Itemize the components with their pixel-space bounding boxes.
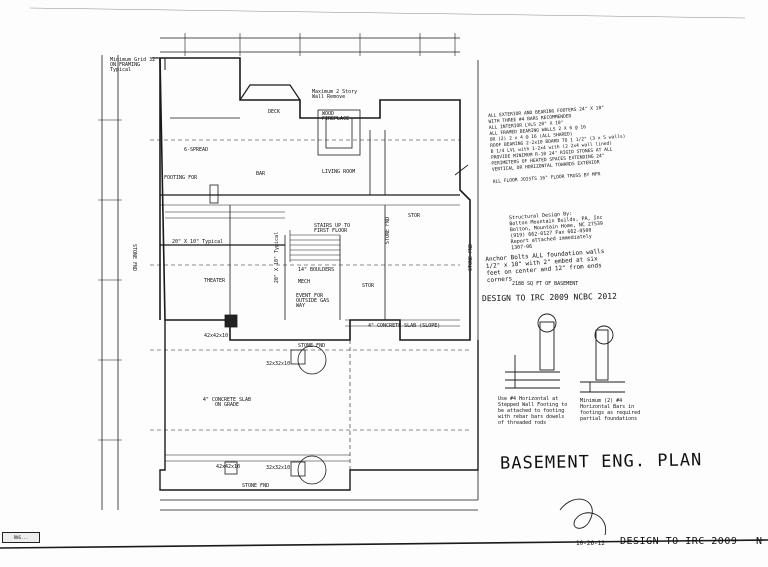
area-note: 2188 SQ FT OF BASEMENT (512, 281, 579, 287)
stairs-label: STAIRS UP TO FIRST FLOOR (314, 223, 351, 234)
slab-left-label: 4" CONCRETE SLAB ON GRADE (202, 397, 252, 408)
stone-fnd-right: STONE FND (468, 243, 475, 272)
signature-scribble (559, 498, 607, 536)
edge-letter: N (756, 536, 763, 547)
stone-fnd-mid: STONE FND (298, 343, 326, 349)
post-label-4: 42x42x10 (216, 464, 241, 470)
room-label-gird: 6-SPREAD (184, 147, 209, 153)
stair-treads (289, 230, 340, 262)
stone-fnd-bottom: STONE FND (242, 483, 270, 489)
detail-label-right: Minimum (2) #4 Horizontal Bars in footin… (580, 398, 641, 422)
room-label-deck: DECK (268, 109, 281, 115)
post-label-3: 42x42x10 (204, 333, 229, 339)
room-label-bar: BAR (256, 171, 266, 177)
post-label-1: 32x32x10 (266, 361, 291, 367)
column-pad (224, 314, 238, 328)
pier-circle (297, 345, 327, 375)
event-label: EVENT FOR OUTSIDE GAS WAY (296, 293, 330, 309)
engineer-block: Structural Design By:Bolton Mountain Bui… (508, 210, 604, 252)
room-label-storage: STOR (408, 213, 421, 219)
top-note-left: Minimum Grid 32" ON FRAMING Typical (110, 57, 159, 73)
top-note-right: Maximum 2 Story Wall Remove (312, 89, 358, 100)
beam-label-1: 20" X 10" Typical (172, 239, 224, 245)
gird2-label: FOOTING FOR (164, 175, 198, 181)
sheet-title: BASEMENT ENG. PLAN (499, 450, 703, 474)
stone-fnd-vert: STONE FND (385, 216, 392, 245)
footing-detail (505, 313, 625, 393)
room-label-theater: THEATER (204, 278, 226, 284)
fireplace-label: WOOD FIREPLACE (322, 111, 350, 122)
corner-stamp: RNS... (2, 532, 40, 543)
pier-circle (297, 455, 327, 485)
room-label-living: LIVING ROOM (322, 169, 356, 175)
general-notes: ALL EXTERIOR AND BEARING FOOTERS 24" X 1… (488, 105, 626, 185)
stone-fnd-left: STONE FND (131, 243, 138, 272)
beam-label-2: 20" X 10" Typical (274, 231, 281, 284)
bay-window (239, 84, 301, 101)
design-note-footer: DESIGN TO IRC 2009 (620, 536, 738, 547)
signature-date: 10-26-12 (576, 540, 605, 547)
sheet-border-bottom (0, 539, 768, 549)
room-label-mech: MECH (298, 279, 311, 285)
slab-right-label: 4" CONCRETE SLAB (SLOPE) (368, 323, 441, 329)
column-pad (290, 461, 306, 477)
fireplace-box (317, 109, 361, 156)
post-label-2: 32x32x10 (266, 465, 291, 471)
room-label-stor: STOR (362, 283, 375, 289)
detail-label-left: Use #4 Horizontal at Stepped Wall Footin… (498, 396, 568, 426)
beam-label-3: 14" BOULDERS (298, 267, 335, 273)
